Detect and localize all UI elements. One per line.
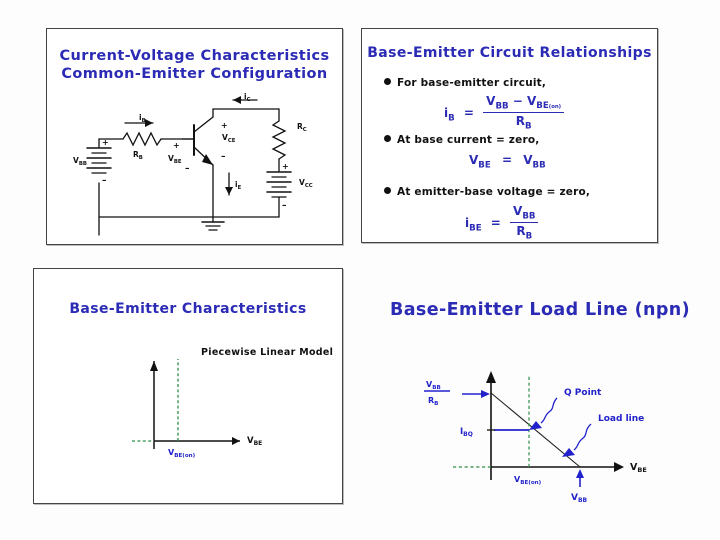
bullet-item-2: At base current = zero, [384, 134, 539, 146]
bullet-dot-icon [384, 78, 391, 85]
threshold-label-vbeon: VBE(on) [514, 475, 542, 486]
equation-ibe-equals: = [490, 216, 501, 231]
label-ie: iE [235, 180, 242, 191]
annotation-piecewise-linear-model: Piecewise Linear Model [201, 347, 334, 358]
label-ic: iC [244, 92, 251, 103]
bullet-item-1: For base-emitter circuit, [384, 77, 546, 89]
bullet-dot-icon [384, 135, 391, 142]
bullet-text-2: At base current = zero, [397, 134, 540, 146]
sign-vbe-minus: – [185, 164, 190, 174]
label-vce: VCE [222, 133, 236, 144]
bullet-dot-icon [384, 187, 391, 194]
sign-vcc-minus: – [282, 201, 287, 211]
panel-title-characteristics: Base-Emitter Characteristics [69, 301, 307, 317]
label-ib: iB [139, 113, 146, 124]
panel-base-emitter-characteristics: Base-Emitter Characteristics VBE VBE(on)… [33, 268, 343, 504]
label-vbb: VBB [73, 156, 87, 167]
equation-ib-fraction: VBB − VBE(on) RB [483, 94, 565, 132]
bullet-text-1: For base-emitter circuit, [397, 77, 547, 89]
equation-ibe-lhs: iBE [465, 216, 482, 234]
equation-vbe-equals: = [501, 153, 513, 167]
sign-vbb-plus: + [102, 138, 109, 147]
equation-vbe-equals-vbb: VBE = VBB [469, 153, 546, 170]
equation-ib: iB = VBB − VBE(on) RB [444, 94, 565, 132]
axis-x-label-vbe: VBE [247, 436, 262, 447]
title-line-1: Current-Voltage Characteristics [59, 48, 330, 64]
equation-ib-lhs: iB [444, 106, 455, 124]
sign-vce-minus: – [221, 152, 226, 162]
sign-vce-plus: + [221, 121, 228, 130]
x-intercept-label-vbb: VBB [571, 493, 588, 504]
y-intercept-denominator: RB [428, 396, 438, 407]
panel-base-emitter-circuit-relationships: Base-Emitter Circuit Relationships For b… [361, 28, 658, 243]
equation-ibe-fraction: VBB RB [510, 204, 539, 242]
common-emitter-circuit-diagram: VBB RB iB iC iE VBE VCE RC VCC + – + – +… [73, 92, 313, 236]
axis-x-label-vbe: VBE [630, 462, 647, 474]
sign-vbe-plus: + [173, 141, 180, 150]
panel-base-emitter-load-line: Base-Emitter Load Line (npn) [380, 290, 700, 505]
panel-current-voltage-characteristics: Current-Voltage Characteristics Common-E… [46, 28, 343, 245]
bullet-text-3: At emitter-base voltage = zero, [397, 186, 591, 198]
title-line-2: Common-Emitter Configuration [61, 66, 328, 83]
equation-ibe: iBE = VBB RB [465, 204, 539, 242]
sign-vcc-plus: + [282, 162, 289, 171]
base-emitter-load-line-graph: VBB RB IBQ Q Point Load line VBE VBE(on)… [424, 371, 647, 504]
equation-vbe-rhs: VBB [523, 153, 546, 171]
panel-title-relationships: Base-Emitter Circuit Relationships [367, 45, 652, 61]
equation-ib-numerator: VBB − VBE(on) [483, 94, 565, 114]
equation-ib-equals: = [463, 106, 474, 121]
label-vcc: VCC [299, 178, 313, 189]
piecewise-linear-characteristic-graph: VBE VBE(on) [132, 359, 262, 459]
equation-ibe-numerator: VBB [510, 204, 539, 224]
panel-title-load-line: Base-Emitter Load Line (npn) [389, 300, 691, 320]
y-intercept-numerator: VBB [426, 380, 441, 391]
sign-vbb-minus: – [102, 176, 107, 186]
equation-vbe-lhs: VBE [469, 153, 491, 171]
label-q-point: Q Point [564, 388, 602, 398]
equation-ib-denominator: RB [515, 114, 532, 132]
bullet-item-3: At emitter-base voltage = zero, [384, 186, 590, 198]
label-vbe: VBE [168, 154, 182, 165]
equation-ibe-denominator: RB [516, 224, 533, 242]
threshold-label-vbeon: VBE(on) [168, 448, 196, 459]
label-load-line: Load line [598, 414, 644, 424]
label-rc: RC [297, 122, 307, 133]
panel-title-current-voltage: Current-Voltage Characteristics Common-E… [47, 47, 342, 83]
label-rb: RB [133, 150, 143, 161]
label-ibq: IBQ [460, 427, 473, 438]
